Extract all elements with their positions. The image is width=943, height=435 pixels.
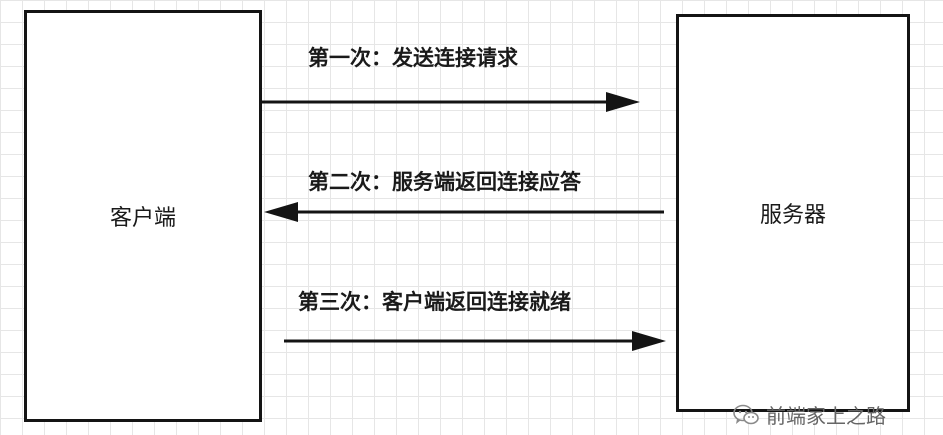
server-node: 服务器 <box>676 14 910 412</box>
step-2-arrow-head <box>264 202 298 222</box>
step-3-arrow-head <box>632 331 666 351</box>
step-1-arrow-head <box>606 92 640 112</box>
watermark: 前端家上之路 <box>732 400 886 429</box>
step-1-label: 第一次：发送连接请求 <box>308 46 518 70</box>
step-1-arrow <box>262 92 640 112</box>
wechat-icon <box>733 404 759 424</box>
step-3-label: 第三次：客户端返回连接就绪 <box>298 290 571 314</box>
client-label: 客户端 <box>109 206 176 231</box>
watermark-text: 前端家上之路 <box>766 404 886 428</box>
step-3-arrow <box>284 331 666 351</box>
step-2-arrow <box>264 202 664 222</box>
server-label: 服务器 <box>759 203 826 228</box>
step-2-label: 第二次：服务端返回连接应答 <box>308 170 581 194</box>
client-node: 客户端 <box>24 10 262 422</box>
